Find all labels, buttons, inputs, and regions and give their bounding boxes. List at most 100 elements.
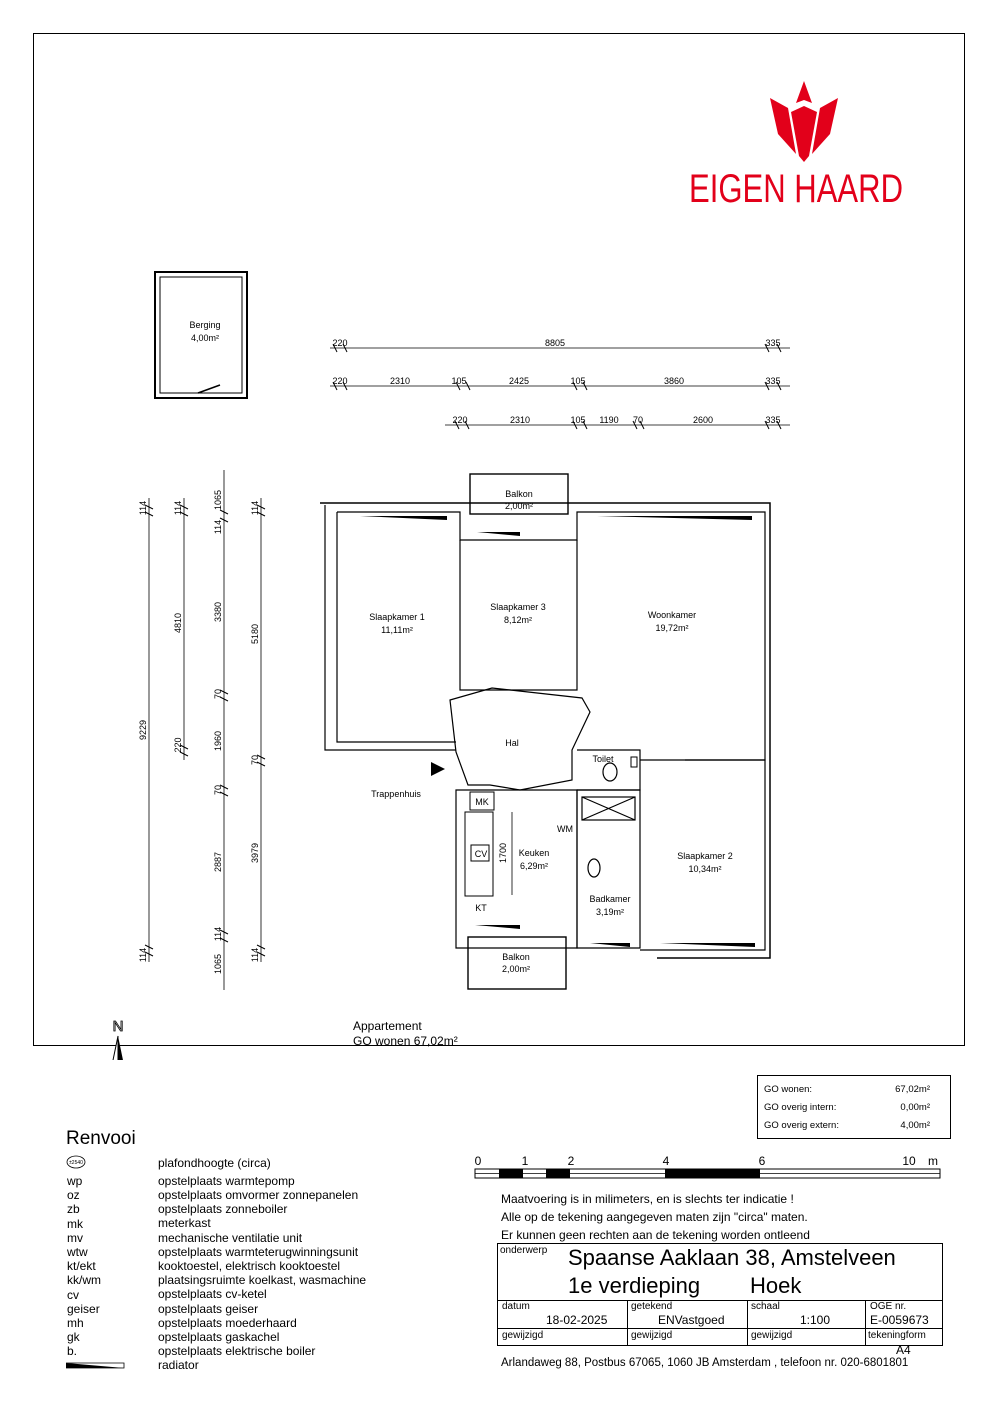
tekeningform: A4: [896, 1343, 911, 1357]
plan-summary-line1: Appartement: [353, 1019, 422, 1033]
schaal: 1:100: [800, 1313, 831, 1327]
room-name-slaapkamer-1: Slaapkamer 1: [369, 612, 425, 622]
dim-col3-7: 2887: [213, 852, 223, 872]
area-summary: GO wonen: 67,02m² GO overig intern: 0,00…: [757, 1075, 951, 1139]
renvooi-code: gk: [67, 1330, 80, 1345]
dim-col3-8: 114: [213, 927, 223, 941]
room-name-berging: Berging: [189, 320, 220, 330]
renvooi-desc: opstelplaats geiser: [158, 1301, 259, 1316]
renvooi-code: kk/wm: [67, 1273, 101, 1288]
dim-col2-2: 4810: [173, 613, 183, 633]
room-name-balkon-bottom: Balkon: [502, 952, 530, 962]
renvooi-descriptions: plafondhoogte (circa) opstelplaats warmt…: [158, 1156, 366, 1373]
plan-summary-line2: GO wonen 67,02m²: [353, 1034, 458, 1048]
room-name-wm: WM: [557, 824, 573, 834]
radiator-legend-icon: [66, 1362, 125, 1369]
dim-row2-6: 3860: [664, 376, 684, 386]
dim-row2-2: 2310: [390, 376, 410, 386]
dim-col1-1: 114: [138, 501, 148, 515]
compass-north: N: [113, 1018, 124, 1035]
dim-row3-3: 105: [570, 415, 585, 425]
brand-name: EIGEN HAARD: [689, 167, 903, 208]
room-name-cv: CV: [475, 849, 488, 859]
tekeningform-label: tekeningform: [868, 1330, 926, 1341]
gewijzigd-label: gewijzigd: [751, 1330, 793, 1341]
ceiling-height-badge: ±2540: [69, 1160, 83, 1166]
dim-row1-3: 335: [765, 338, 780, 348]
area-value: 67,02m²: [895, 1084, 930, 1095]
onderwerp-label: onderwerp: [500, 1245, 548, 1256]
renvooi-code: cv: [67, 1287, 79, 1302]
scale-tick-0: 0: [475, 1154, 482, 1168]
renvooi-desc: opstelplaats moederhaard: [158, 1315, 297, 1330]
room-area-badkamer: 3,19m²: [596, 907, 624, 917]
renvooi-desc: opstelplaats gaskachel: [158, 1330, 280, 1345]
dim-row3-7: 335: [765, 415, 780, 425]
renvooi-desc: plaatsingsruimte koelkast, wasmachine: [158, 1273, 367, 1288]
berging-outline: [154, 271, 248, 399]
dim-col3-2: 114: [213, 520, 223, 534]
dim-col4-1: 114: [250, 501, 260, 515]
schaal-label: schaal: [751, 1301, 780, 1312]
room-name-kt: KT: [475, 903, 487, 913]
compass-icon: N Z: [112, 1018, 124, 1060]
flame-icon: [770, 81, 838, 162]
address: Spaanse Aaklaan 38, Amstelveen: [568, 1245, 896, 1270]
scale-tick-4: 4: [663, 1154, 670, 1168]
renvooi-desc: opstelplaats omvormer zonnepanelen: [158, 1188, 359, 1202]
scale-tick-2: 2: [568, 1154, 575, 1168]
scale-bar: 0 1 2 4 6 10 m: [474, 1154, 941, 1179]
renvooi-desc: opstelplaats elektrische boiler: [158, 1344, 316, 1359]
renvooi-code: kt/ekt: [67, 1259, 96, 1274]
scale-unit: m: [928, 1154, 938, 1168]
dim-col3-6: 70: [213, 785, 223, 795]
room-area-woonkamer: 19,72m²: [655, 623, 688, 633]
renvooi-code: wtw: [67, 1245, 88, 1260]
dim-row3-4: 1190: [599, 415, 618, 425]
dim-row2-4: 2425: [509, 376, 529, 386]
renvooi-desc: kooktoestel, elektrisch kooktoestel: [158, 1259, 341, 1274]
room-name-slaapkamer-3: Slaapkamer 3: [490, 602, 546, 612]
renvooi-code: mh: [67, 1316, 84, 1331]
dim-row1-1: 220: [332, 338, 347, 348]
ceiling-height-badge-icon: ±2540: [66, 1155, 86, 1169]
room-area-balkon-top: 2,00m²: [505, 501, 533, 511]
dim-col3-5: 1960: [213, 731, 223, 751]
dim-row1-2: 8805: [545, 338, 565, 348]
dim-col3-3: 3380: [213, 602, 223, 622]
dim-col4-3: 70: [250, 755, 260, 765]
balkon-bottom-outline: [467, 936, 567, 990]
oge: E-0059673: [870, 1313, 929, 1327]
keuken-dim: 1700: [498, 843, 508, 863]
gewijzigd-label: gewijzigd: [631, 1330, 673, 1341]
room-area-slaapkamer-3: 8,12m²: [504, 615, 532, 625]
floor-plan: Berging 4,00m² Balkon 2,00m² Slaapkamer …: [112, 271, 790, 1060]
dim-row2-1: 220: [332, 376, 347, 386]
renvooi-code: wp: [67, 1174, 83, 1188]
dim-row2-7: 335: [765, 376, 780, 386]
floor: 1e verdieping: [568, 1273, 701, 1298]
room-area-slaapkamer-2: 10,34m²: [688, 864, 721, 874]
renvooi-desc: opstelplaats warmteterugwinningsunit: [158, 1244, 359, 1259]
title-block: [497, 1243, 943, 1346]
renvooi-code: geiser: [67, 1301, 100, 1316]
dim-col1-3: 114: [138, 948, 148, 962]
title-block-divider: [497, 1328, 943, 1329]
renvooi-codes: wp oz zb mk mv wtw kt/ekt kk/wm cv geise…: [67, 1174, 101, 1359]
dim-col2-3: 220: [173, 737, 183, 752]
area-value: 0,00m²: [900, 1102, 930, 1113]
area-label: GO overig intern:: [764, 1102, 837, 1113]
room-name-badkamer: Badkamer: [589, 894, 630, 904]
dim-row3-5: 70: [633, 415, 643, 425]
disclaimer-line: Maatvoering is in milimeters, en is slec…: [501, 1192, 794, 1206]
renvooi-code: oz: [67, 1188, 80, 1203]
dim-col2-1: 114: [173, 501, 183, 515]
title-block-divider: [747, 1300, 748, 1346]
address-footer: Arlandaweg 88, Postbus 67065, 1060 JB Am…: [501, 1357, 909, 1369]
renvooi-title: Renvooi: [66, 1128, 136, 1149]
type: Hoek: [750, 1273, 802, 1298]
dim-row3-1: 220: [452, 415, 467, 425]
title-block-divider: [865, 1300, 866, 1346]
title-block-divider: [497, 1300, 943, 1301]
renvooi-desc: opstelplaats warmtepomp: [158, 1173, 295, 1188]
